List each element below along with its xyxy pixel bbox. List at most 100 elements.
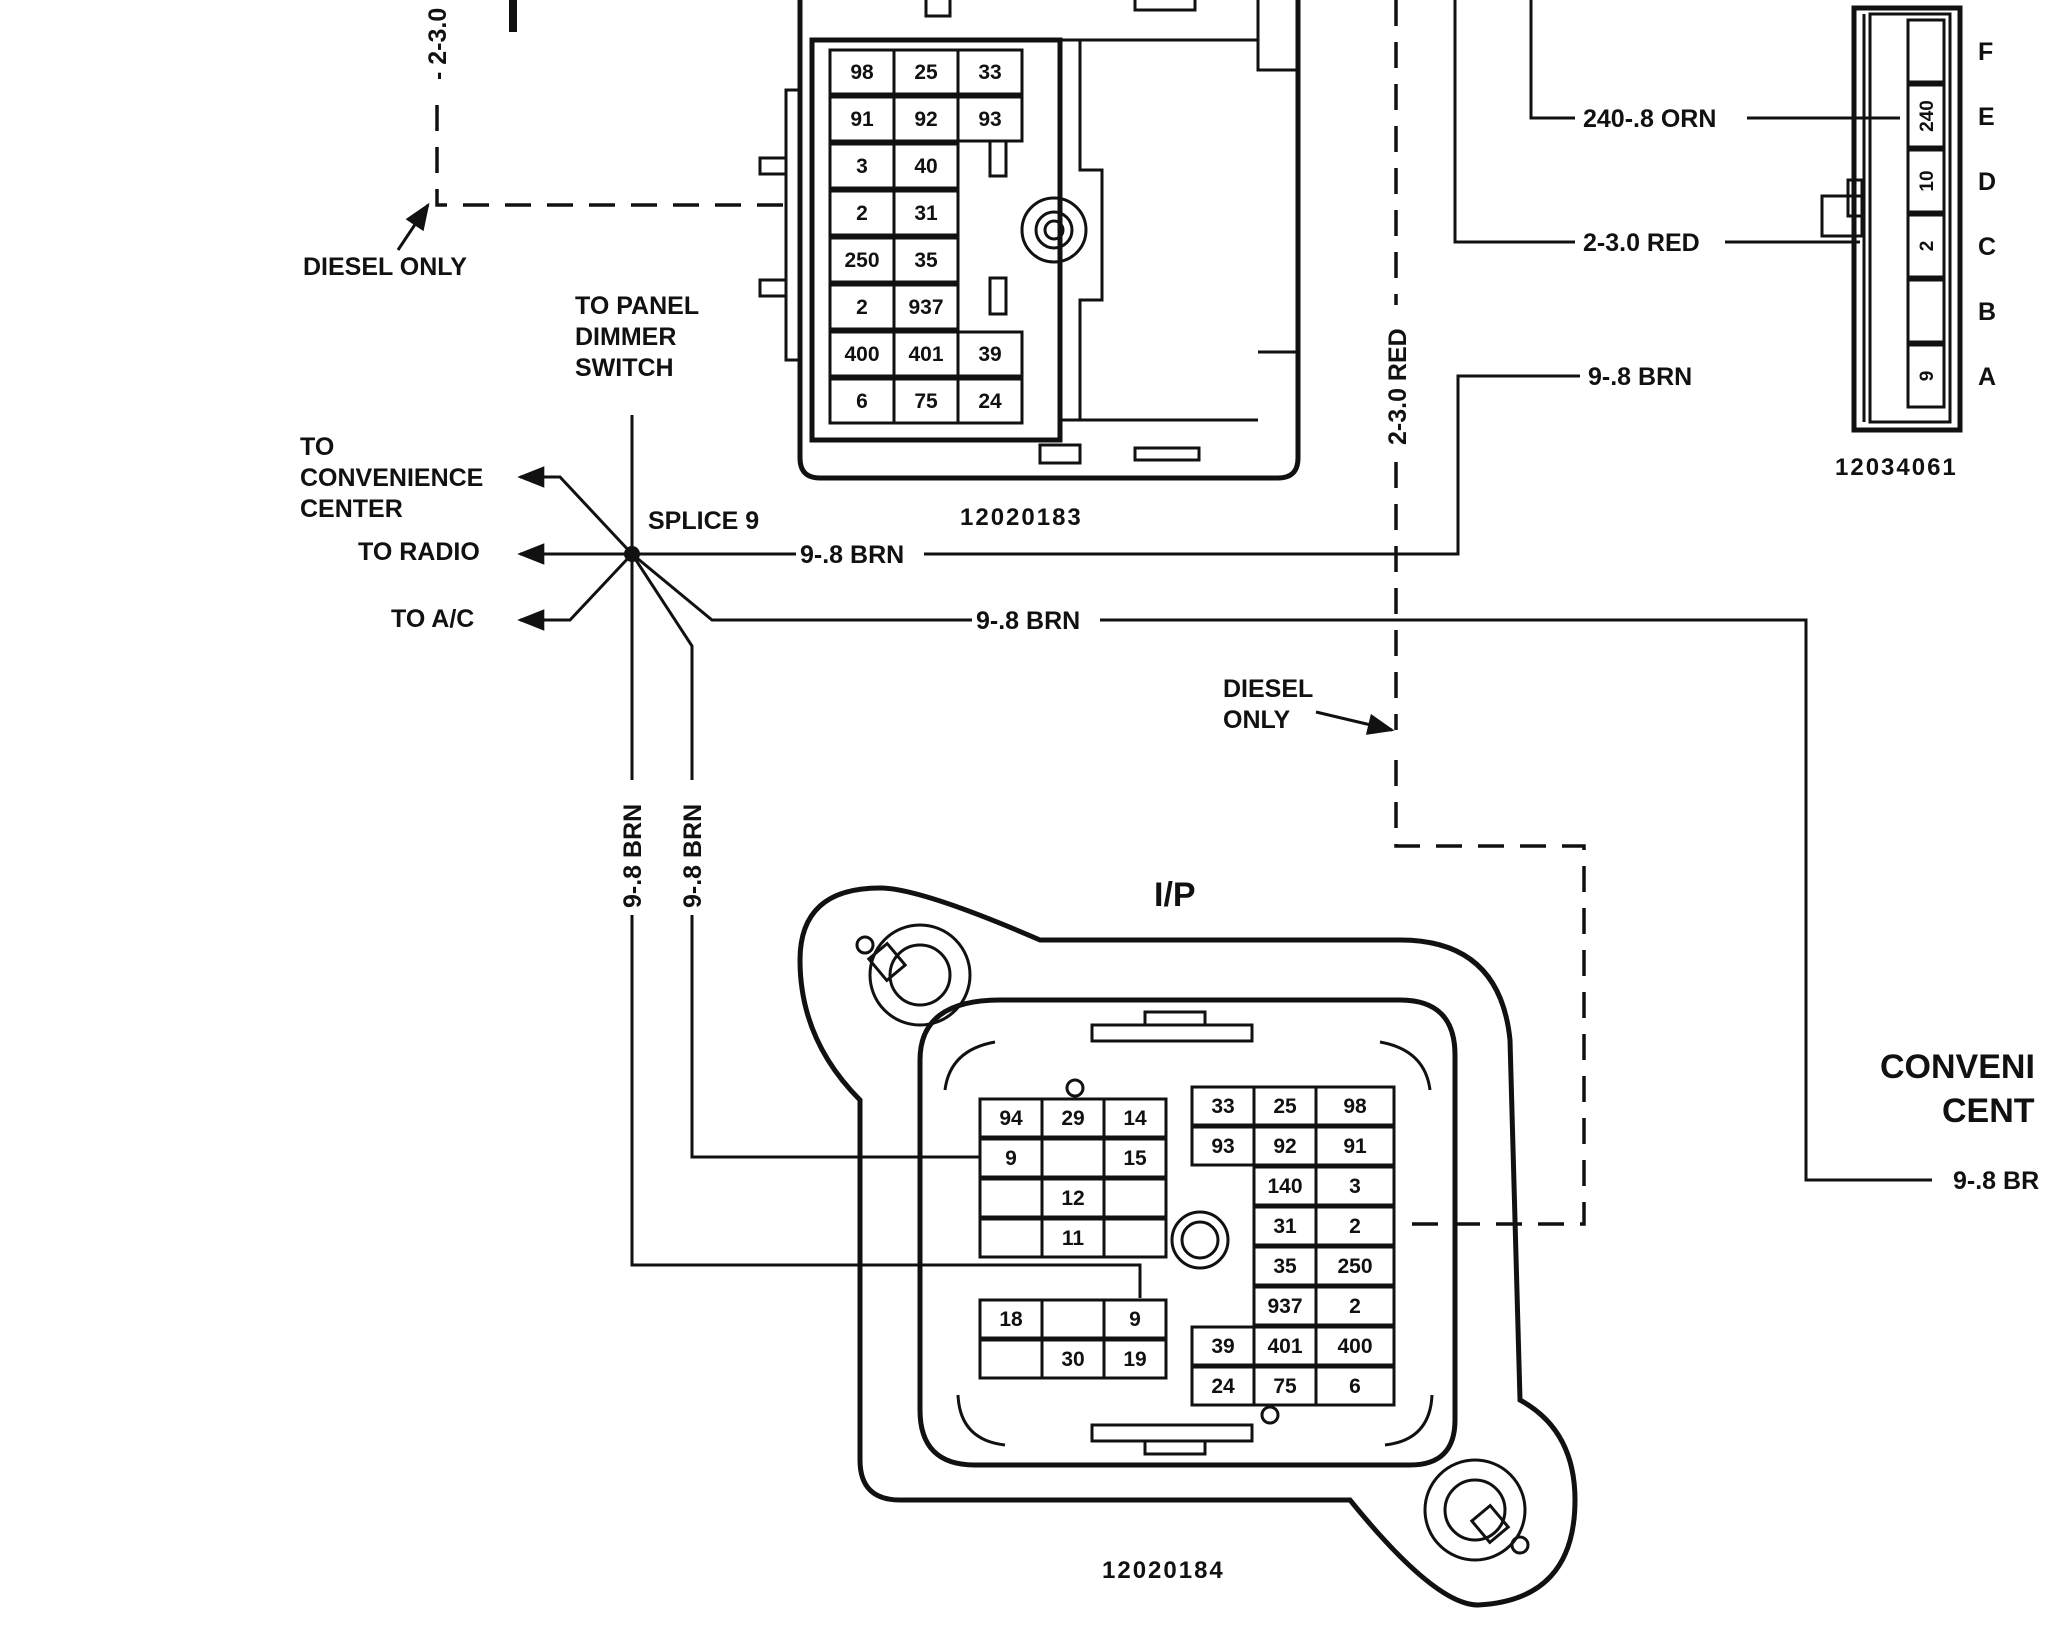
top-connector-cell-box <box>828 142 896 190</box>
ip-right-cell-box <box>1190 1325 1256 1367</box>
top-connector-cell: 2 <box>856 296 868 319</box>
ip-right-cell-box <box>1314 1125 1396 1167</box>
ip-right-cell: 98 <box>1343 1095 1367 1118</box>
right-connector-pin-letter: A <box>1978 363 1996 391</box>
label-to-convenience-line1: TO <box>300 433 334 461</box>
label-to-panel-line1: TO PANEL <box>575 292 699 320</box>
ip-right-cell: 91 <box>1343 1135 1367 1158</box>
top-connector-cell: 6 <box>856 390 868 413</box>
text-labels: DIESEL ONLY TO PANEL DIMMER SWITCH TO CO… <box>300 253 2035 1130</box>
top-connector-cell: 24 <box>978 390 1002 413</box>
ip-left-top-cell-box <box>1040 1137 1106 1179</box>
part-number-right-connector: 12034061 <box>1835 454 1958 481</box>
ip-left-bottom-cell-box <box>978 1298 1044 1340</box>
wire-label-9-brn-lower: 9-.8 BRN <box>976 607 1080 635</box>
right-connector-pin-letter: B <box>1978 298 1996 326</box>
right-connector-cell-box <box>1906 278 1946 344</box>
ip-left-bottom-cell: 9 <box>1129 1308 1141 1331</box>
ip-right-cell: 31 <box>1273 1215 1297 1238</box>
ip-left-top-cell-box <box>1040 1217 1106 1259</box>
top-connector-cell: 40 <box>914 155 937 178</box>
ip-left-top-cell: 12 <box>1061 1187 1084 1210</box>
ip-left-bottom-cell: 18 <box>999 1308 1023 1331</box>
top-connector-cell-box <box>956 330 1024 378</box>
label-to-convenience-line3: CENTER <box>300 495 403 523</box>
wire-label-9-brn-a: 9-.8 BRN <box>1588 363 1692 391</box>
ip-right-cell: 39 <box>1211 1335 1234 1358</box>
ip-right-cell-box <box>1190 1125 1256 1167</box>
ip-left-top-cell-box <box>978 1097 1044 1139</box>
ip-left-top-cell-box <box>978 1177 1044 1219</box>
ip-right-cell-box <box>1314 1245 1396 1287</box>
top-connector-cell-box <box>892 189 960 237</box>
right-connector-pin-letter: D <box>1978 168 1996 196</box>
ip-right-cell: 3 <box>1349 1175 1361 1198</box>
ip-left-top-cell: 94 <box>999 1107 1023 1130</box>
top-connector-cell-box <box>956 95 1024 143</box>
top-connector-cell-box <box>828 95 896 143</box>
label-ip: I/P <box>1154 876 1196 914</box>
label-diesel-only-mid-line2: ONLY <box>1223 706 1290 734</box>
ip-right-cell: 250 <box>1337 1255 1372 1278</box>
wire-label-9-brn-vert-1: 9-.8 BRN <box>619 804 647 908</box>
ip-left-top-cell: 14 <box>1123 1107 1147 1130</box>
right-connector-cell-box <box>1906 213 1946 279</box>
top-connector-cell: 937 <box>908 296 943 319</box>
ip-left-bottom-cell: 30 <box>1061 1348 1084 1371</box>
top-connector-cell: 3 <box>856 155 868 178</box>
top-connector-cell: 93 <box>978 108 1001 131</box>
top-connector-cell-box <box>956 48 1024 96</box>
ip-left-bottom-cell-box <box>1102 1298 1168 1340</box>
ip-left-top-cell: 15 <box>1123 1147 1147 1170</box>
ip-left-top-cell: 9 <box>1005 1147 1017 1170</box>
ip-left-top-cell-box <box>1102 1217 1168 1259</box>
ip-right-cell: 35 <box>1273 1255 1297 1278</box>
ip-right-cell: 75 <box>1273 1375 1297 1398</box>
right-connector-cell: 2 <box>1917 241 1938 252</box>
wire-label-red-vertical: 2-3.0 RED <box>1384 328 1412 445</box>
ip-left-top-cell: 11 <box>1062 1227 1085 1250</box>
ip-right-cell: 2 <box>1349 1215 1361 1238</box>
wire-label-9-brn-vert-2: 9-.8 BRN <box>679 804 707 908</box>
right-connector-cell: 9 <box>1917 371 1938 382</box>
wire-label-2-red: 2-3.0 RED <box>1583 229 1700 257</box>
top-connector-cell-box <box>892 142 960 190</box>
label-splice-9: SPLICE 9 <box>648 507 759 535</box>
ip-right-cell-box <box>1314 1205 1396 1247</box>
part-numbers: 12020183 12020184 12034061 <box>960 454 1958 1584</box>
ip-left-top-cell-box <box>978 1137 1044 1179</box>
part-number-top-connector: 12020183 <box>960 504 1083 531</box>
ip-left-top-cell-box <box>1102 1097 1168 1139</box>
ip-right-cell-box <box>1314 1085 1396 1127</box>
label-convenience-center-line2: CENT <box>1942 1092 2035 1130</box>
wire-label-9-brn-convenience: 9-.8 BR <box>1953 1167 2039 1195</box>
wire-splice-to-right-connector-a <box>632 374 1590 556</box>
top-connector-cell: 2 <box>856 202 868 225</box>
wire-label-9-brn-splice-right: 9-.8 BRN <box>800 541 904 569</box>
ip-right-cell-box <box>1314 1285 1396 1327</box>
right-connector-cell-box <box>1906 18 1946 84</box>
top-connector-cell: 92 <box>914 108 937 131</box>
top-connector-cell: 39 <box>978 343 1001 366</box>
top-connector-cell: 250 <box>844 249 879 272</box>
ip-left-top-cell: 29 <box>1061 1107 1084 1130</box>
wire-240-orn <box>1529 0 1900 120</box>
right-connector-pin-letter: F <box>1978 38 1993 66</box>
ip-right-cell-box <box>1252 1245 1318 1287</box>
wire-label-240-orn: 240-.8 ORN <box>1583 105 1716 133</box>
top-connector-cell: 35 <box>914 249 938 272</box>
diesel-only-mid-pointer <box>1315 710 1395 735</box>
ip-left-top-cell-box <box>1102 1177 1168 1219</box>
ip-right-cell-box <box>1314 1365 1396 1407</box>
ip-right-cell-box <box>1314 1165 1396 1207</box>
dash-diesel-to-ip <box>1394 760 1586 1226</box>
right-connector-cell-box <box>1906 343 1946 409</box>
top-connector-cell: 98 <box>850 61 874 84</box>
right-connector-pin-letter: E <box>1978 103 1995 131</box>
ip-right-cell: 401 <box>1267 1335 1302 1358</box>
top-connector-cell: 91 <box>850 108 874 131</box>
top-connector-cell: 75 <box>914 390 938 413</box>
top-connector-cell: 400 <box>844 343 879 366</box>
